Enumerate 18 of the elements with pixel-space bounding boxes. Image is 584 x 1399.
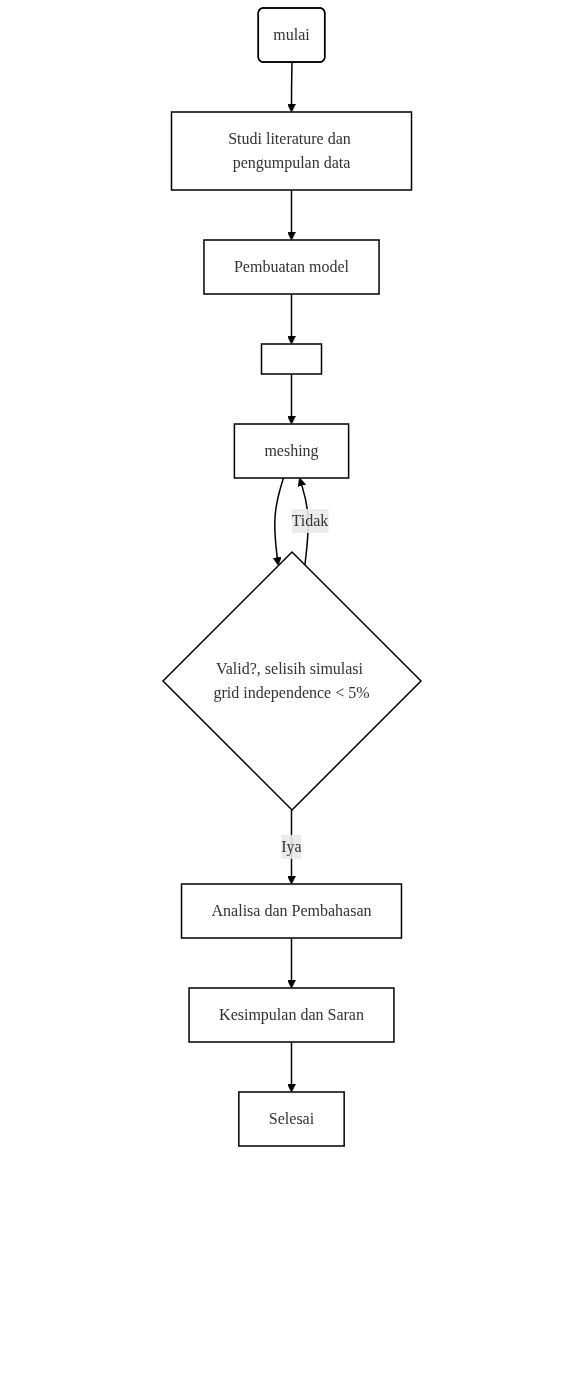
arrow (287, 937, 296, 989)
node-box: Analisa dan Pembahasan (180, 883, 403, 939)
edge-label: Iya (281, 838, 302, 855)
node-box (260, 343, 323, 375)
arrow (287, 1041, 296, 1093)
arrow (287, 373, 296, 425)
arrow (287, 189, 296, 241)
node-box: Studi literature dan pengumpulan data (170, 111, 413, 191)
node-diamond: Valid?, selisih simulasi grid independence < 5% (161, 550, 423, 812)
arrow (287, 293, 296, 345)
arrow (272, 477, 285, 566)
node-box: meshing (233, 423, 350, 479)
arrow (287, 809, 296, 885)
edge-label: Tidak (291, 512, 329, 529)
node-box: Pembuatan model (203, 239, 380, 295)
node-box: Selesai (238, 1091, 345, 1147)
arrow (287, 61, 296, 113)
node-box: Kesimpulan dan Saran (188, 987, 395, 1043)
